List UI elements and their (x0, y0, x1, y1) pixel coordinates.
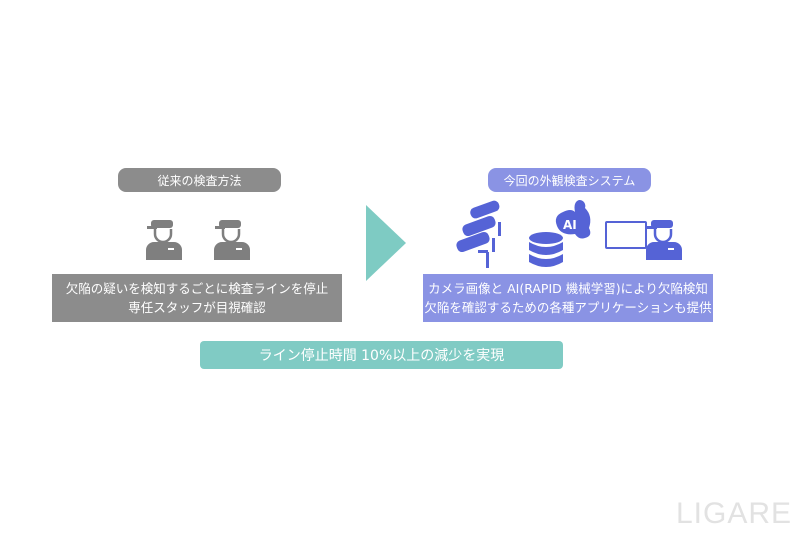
ai-cloud-icon (555, 199, 591, 239)
description-line: カメラ画像と AI(RAPID 機械学習)により欠陥検知 (428, 281, 708, 296)
inspector-person-icon (214, 220, 250, 260)
camera-icon (456, 200, 501, 268)
description-line: 欠陥を確認するための各種アプリケーションも提供 (424, 300, 712, 315)
database-icon (529, 232, 563, 267)
description-line: 欠陥の疑いを検知するごとに検査ラインを停止 (65, 281, 329, 296)
ai-label: AI (563, 218, 577, 232)
result-banner: ライン停止時間 10%以上の減少を実現 (200, 341, 563, 369)
description-line: 専任スタッフが目視確認 (128, 300, 266, 315)
new-system-description: カメラ画像と AI(RAPID 機械学習)により欠陥検知 欠陥を確認するための各… (423, 274, 713, 322)
new-system-label: 今回の外観検査システム (488, 168, 651, 192)
monitor-icon (605, 221, 647, 249)
operator-person-icon (646, 220, 682, 260)
conventional-method-label: 従来の検査方法 (118, 168, 281, 192)
watermark-logo: LIGARE (676, 497, 793, 530)
conventional-description: 欠陥の疑いを検知するごとに検査ラインを停止 専任スタッフが目視確認 (52, 274, 342, 322)
inspector-person-icon (146, 220, 182, 260)
arrow-right-icon (366, 205, 406, 281)
